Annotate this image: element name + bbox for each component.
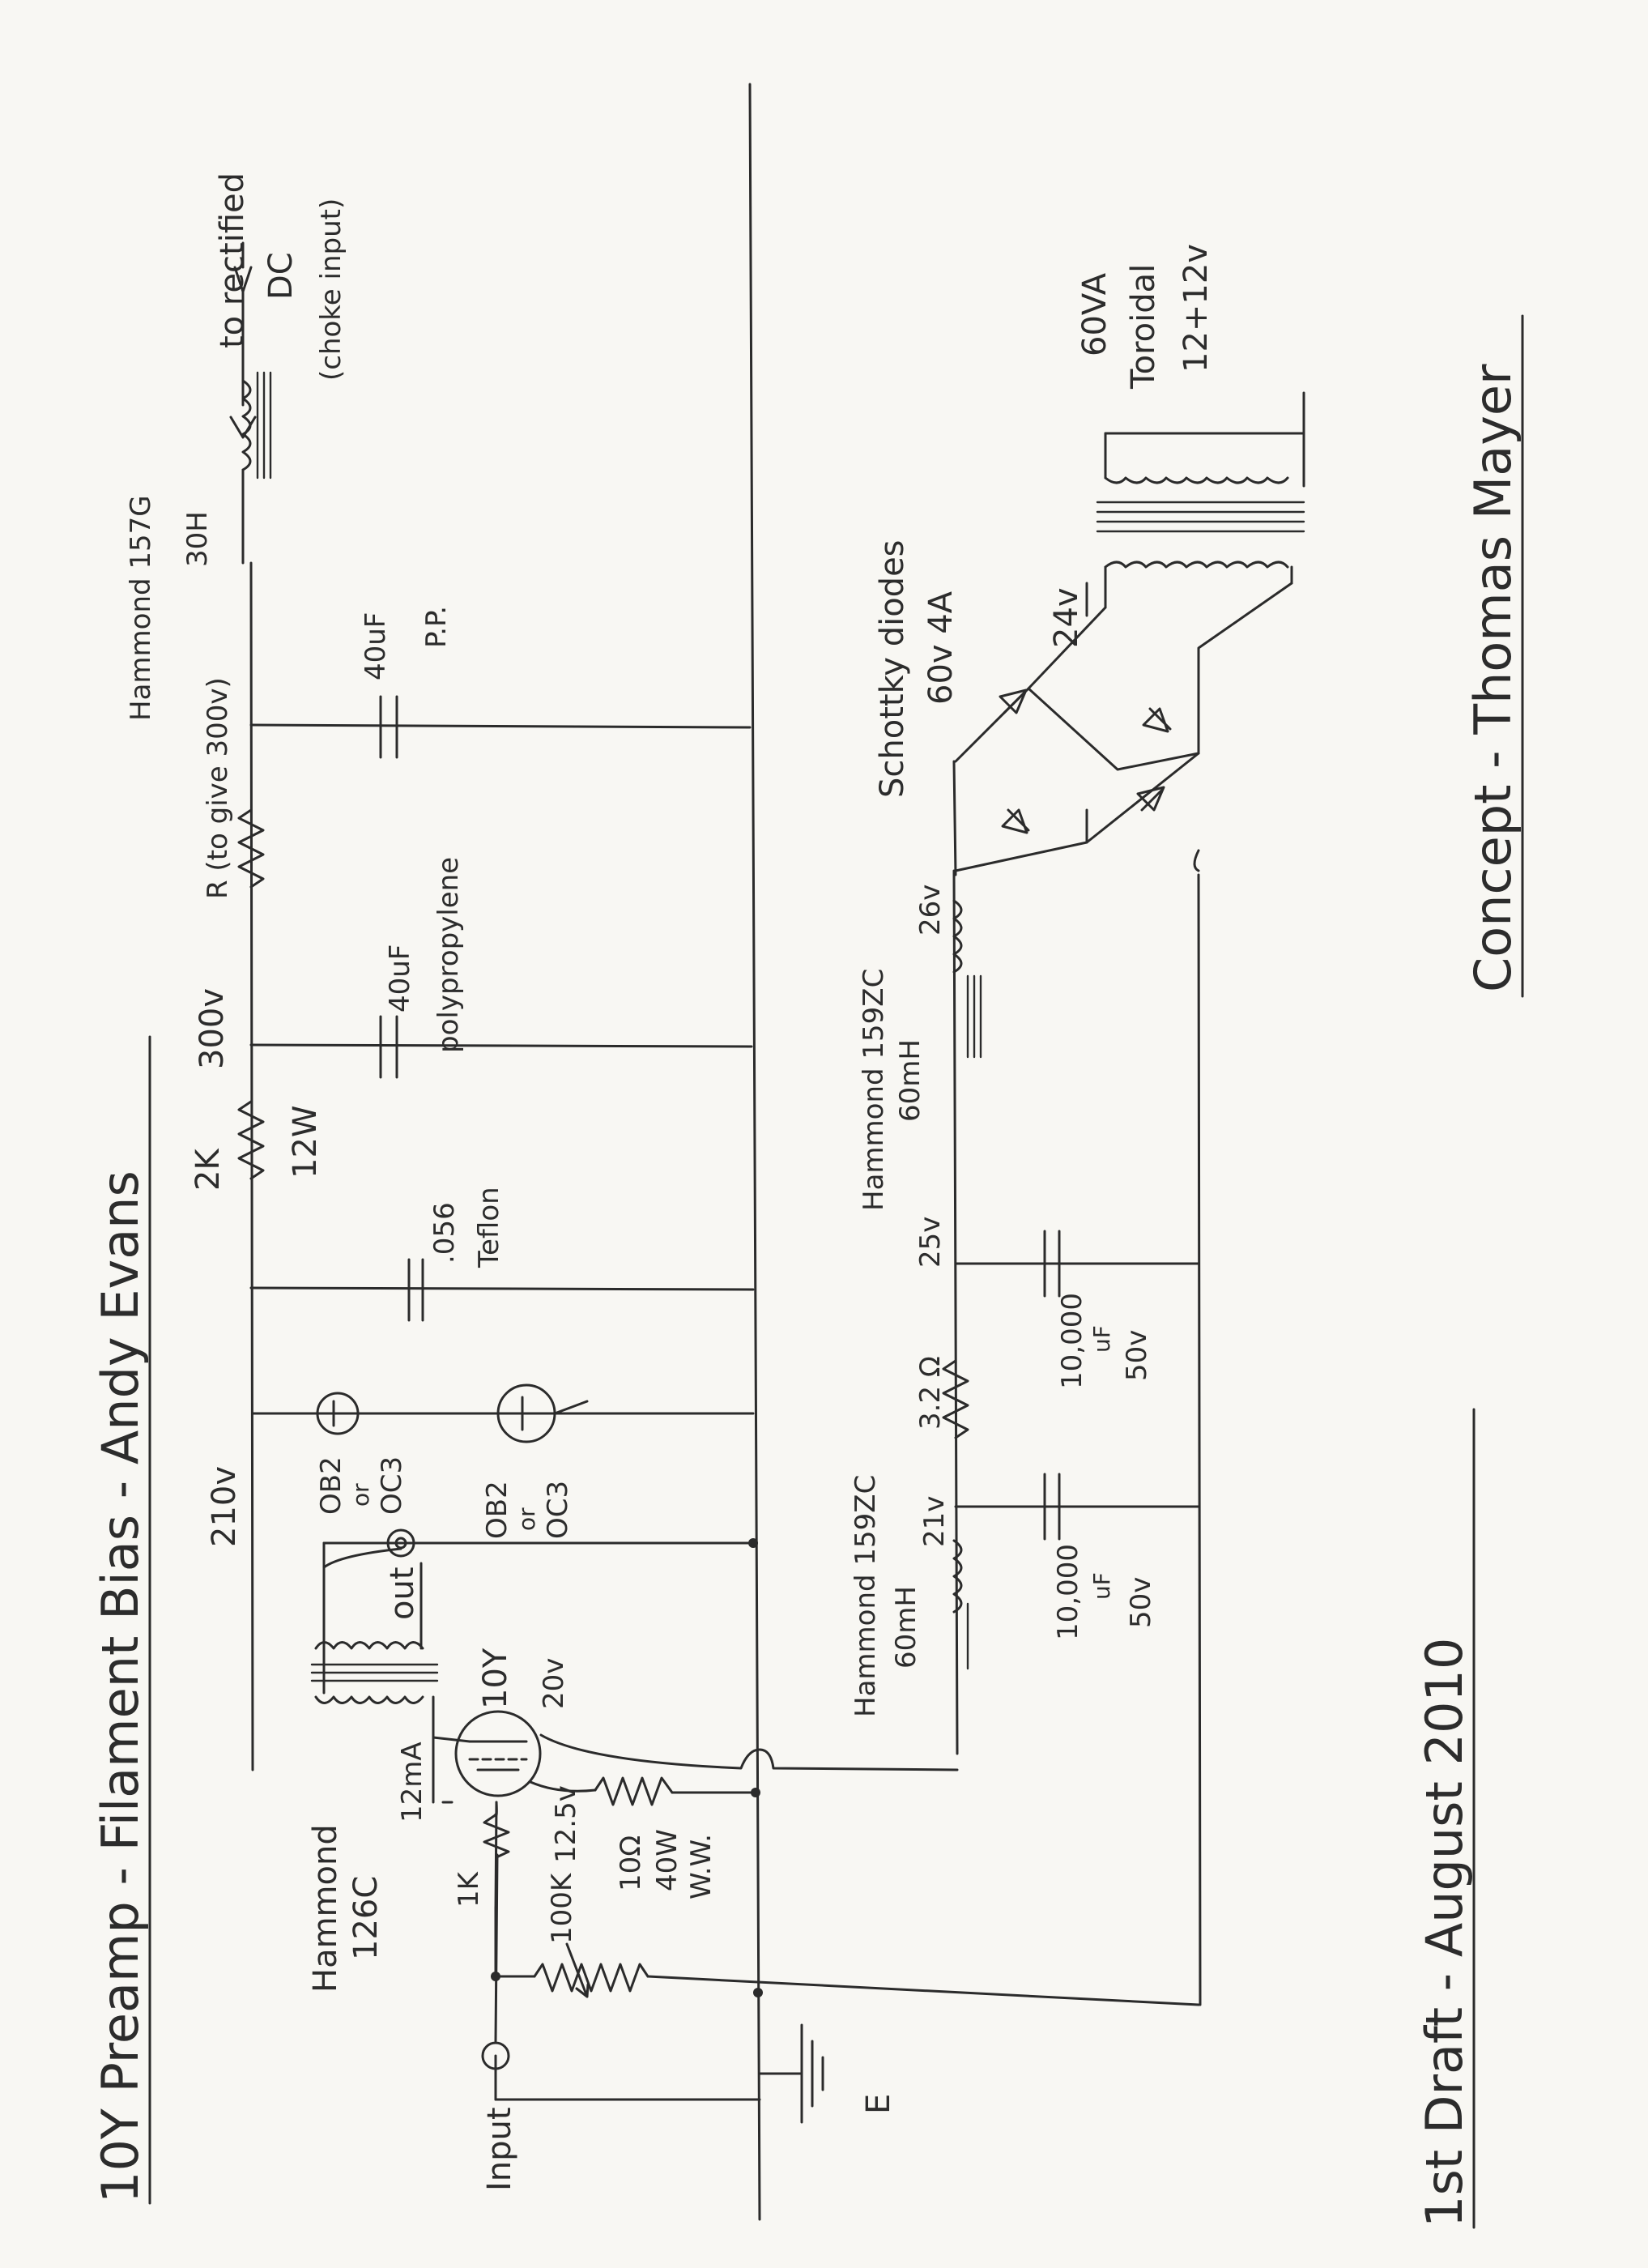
svg-text:12mA: 12mA [396,1742,428,1823]
svg-text:R (to give 300v): R (to give 300v) [202,677,234,899]
diode-bridge [999,688,1172,834]
svg-text:60mH: 60mH [894,1039,926,1122]
draft-date: 1st Draft - August 2010 [1415,1638,1474,2228]
svg-text:or: or [347,1483,374,1507]
resistor-10-ohm [594,1776,674,1806]
svg-text:polypropylene: polypropylene [432,857,465,1053]
svg-text:30H: 30H [181,511,214,567]
capacitors [379,695,1061,1541]
svg-text:OB2: OB2 [481,1481,513,1539]
svg-text:OB2: OB2 [315,1456,347,1515]
svg-text:10Y: 10Y [477,1648,514,1709]
tube-10y [432,1710,542,1797]
svg-text:or: or [513,1507,540,1531]
svg-text:to rectified: to rectified [214,173,251,348]
ground-symbol [758,2023,824,2124]
svg-text:uF: uF [1088,1572,1115,1600]
svg-text:DC: DC [262,252,300,300]
svg-text:50v: 50v [1125,1577,1157,1628]
credit: Concept - Thomas Mayer [1463,364,1522,992]
svg-text:21v: 21v [918,1496,951,1547]
svg-text:126C: 126C [347,1876,385,1960]
svg-text:50v: 50v [1121,1330,1153,1381]
svg-text:300v: 300v [194,988,231,1069]
power-transformer [1096,391,1305,609]
svg-text:210v: 210v [206,1466,243,1547]
svg-text:40W: 40W [651,1829,683,1891]
resistors [237,808,969,1998]
potentiometer-100k [533,1963,649,1993]
junction-dots [491,1538,763,1997]
svg-text:12W: 12W [287,1106,324,1179]
input-jack [481,2041,510,2070]
svg-text:2K: 2K [189,1148,227,1191]
svg-text:(choke input): (choke input) [315,198,347,381]
svg-text:40uF: 40uF [384,944,416,1013]
svg-text:E: E [860,2094,897,2114]
wires [241,83,1293,2221]
svg-text:10,000: 10,000 [1056,1293,1088,1389]
chokes [233,241,982,1670]
dc-arrow [229,290,257,439]
resistor-r [237,808,265,889]
svg-text:26v: 26v [914,885,947,936]
svg-text:Toroidal: Toroidal [1125,264,1162,390]
resistor-3-2-ohm [942,1359,969,1439]
svg-text:OC3: OC3 [542,1481,574,1539]
svg-text:10,000: 10,000 [1052,1544,1084,1640]
svg-text:3.2 Ω: 3.2 Ω [914,1356,947,1430]
svg-text:OC3: OC3 [376,1456,408,1515]
svg-text:60mH: 60mH [890,1586,922,1669]
underlines [148,314,1524,2229]
svg-text:Teflon: Teflon [473,1187,505,1268]
svg-text:Hammond: Hammond [307,1824,344,1993]
svg-text:uF: uF [1088,1325,1115,1353]
resistor-2k [237,1100,265,1180]
svg-text:25v: 25v [914,1217,947,1268]
resistor-1k [483,1813,510,1859]
svg-text:out: out [384,1567,421,1620]
svg-text:Hammond 159ZC: Hammond 159ZC [858,969,890,1211]
svg-text:Input: Input [481,2107,518,2191]
svg-text:20v: 20v [538,1658,570,1709]
regulator-tubes [316,1383,589,1443]
svg-text:.056: .056 [428,1202,461,1264]
labels: 10Y Preamp - Filament Bias - Andy Evans … [91,173,1522,2228]
svg-text:12.5v: 12.5v [550,1785,582,1863]
svg-text:Schottky diodes: Schottky diodes [874,539,911,798]
svg-text:100K: 100K [546,1872,578,1944]
svg-text:W.W.: W.W. [685,1834,718,1899]
svg-text:10Ω: 10Ω [615,1835,647,1891]
svg-text:24v: 24v [1048,587,1085,648]
svg-text:12+12v: 12+12v [1177,244,1215,373]
svg-text:60VA: 60VA [1076,272,1114,356]
output-jack [386,1528,415,1558]
title: 10Y Preamp - Filament Bias - Andy Evans [91,1170,150,2203]
svg-text:60v 4A: 60v 4A [922,590,960,705]
svg-text:Hammond 157G: Hammond 157G [125,495,157,721]
svg-text:1K: 1K [453,1870,485,1908]
svg-text:Hammond 159ZC: Hammond 159ZC [850,1475,882,1717]
input-transformer [310,1547,439,1804]
svg-text:40uF: 40uF [360,612,392,680]
svg-text:P.P.: P.P. [420,606,453,648]
